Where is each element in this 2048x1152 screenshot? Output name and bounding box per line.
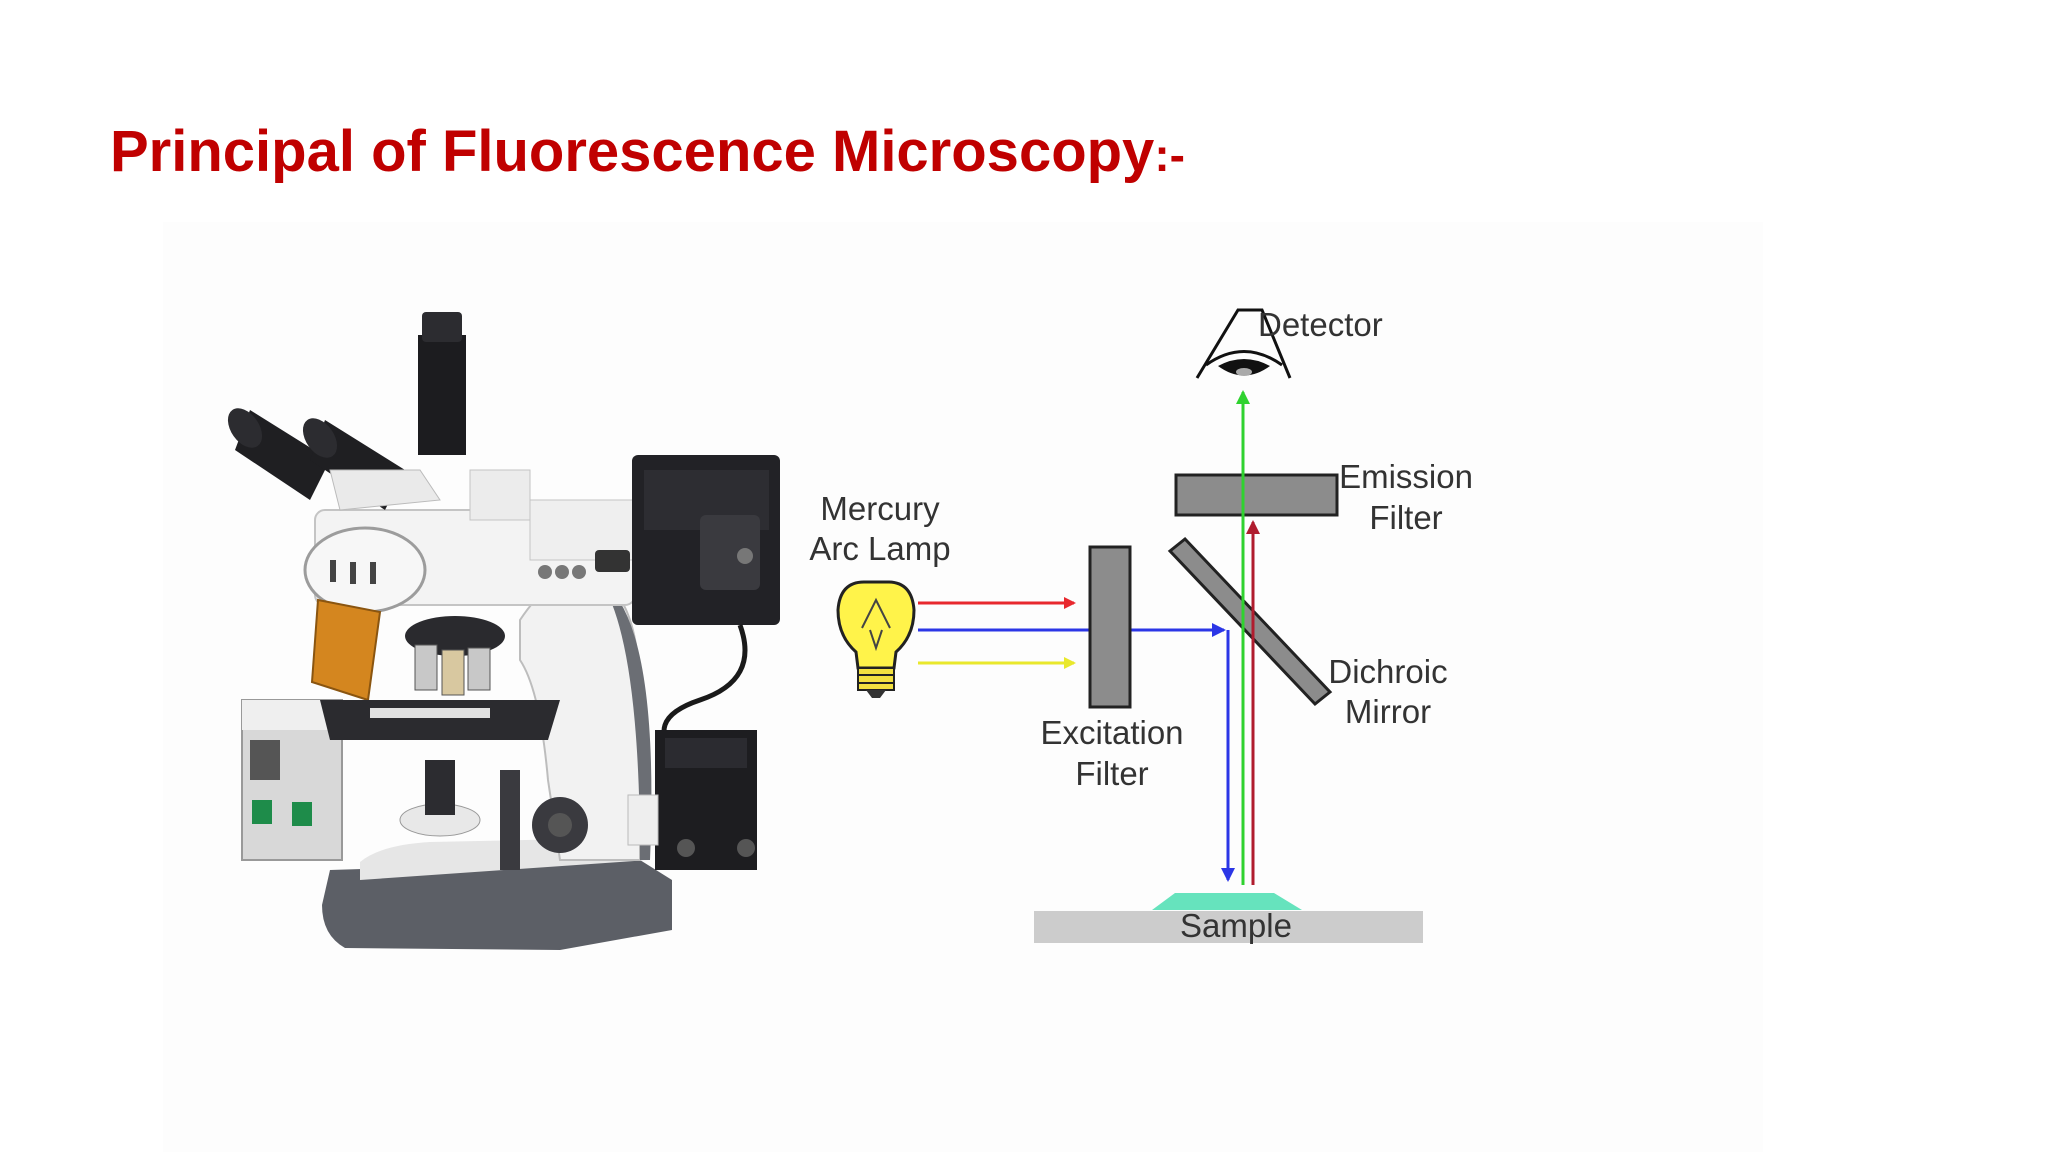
camera-tube [418, 335, 466, 455]
dichroic-label-line2: Mirror [1345, 693, 1431, 730]
slide-title: Principal of Fluorescence Microscopy:- [110, 118, 1185, 185]
lamp-label-line2: Arc Lamp [809, 530, 950, 567]
lamp-label-line1: Mercury [820, 490, 940, 527]
power-switch-green [252, 800, 272, 824]
eye-icon [1195, 308, 1292, 379]
dichroic-label-line1: Dichroic [1328, 653, 1447, 690]
slide-title-suffix: :- [1154, 129, 1185, 181]
emission-filter [1174, 473, 1339, 517]
dichroic-mirror [1167, 536, 1333, 707]
excitation-filter [1088, 545, 1132, 709]
emission-label-line2: Filter [1369, 499, 1442, 536]
specimen [1152, 893, 1302, 910]
slide-title-text: Principal of Fluorescence Microscopy [110, 119, 1155, 184]
binocular-eyepieces [227, 408, 441, 511]
detector-label: Detector [1258, 306, 1383, 343]
lightbulb-icon [836, 580, 916, 698]
sample-stage [1034, 911, 1423, 943]
excitation-label-line2: Filter [1075, 755, 1148, 792]
emission-label-line1: Emission [1339, 458, 1473, 495]
power-switch-green-2 [292, 802, 312, 826]
sample-label: Sample [1180, 907, 1292, 944]
microscope-base [322, 860, 672, 950]
excitation-label-line1: Excitation [1040, 714, 1183, 751]
